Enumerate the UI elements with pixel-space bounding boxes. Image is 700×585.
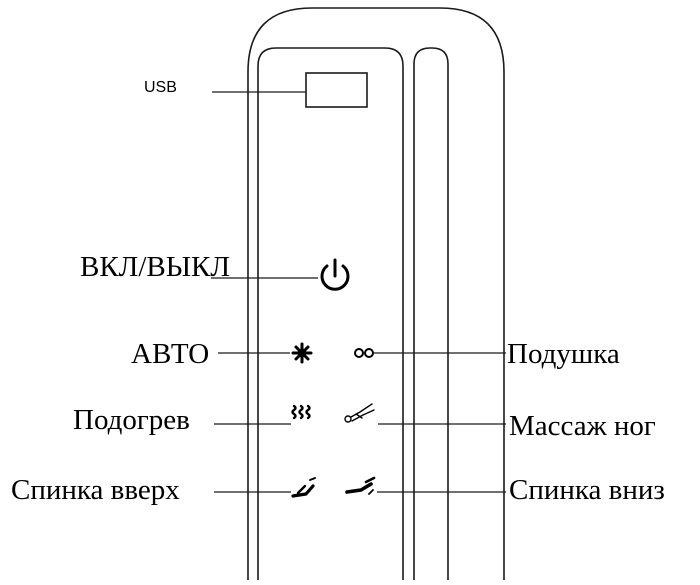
backrest-down-icon[interactable] bbox=[345, 476, 376, 495]
usb-port-icon[interactable] bbox=[305, 72, 368, 108]
remote-button-panel bbox=[257, 47, 404, 580]
heating-icon[interactable] bbox=[291, 404, 311, 420]
leg-massage-label: Массаж ног bbox=[509, 410, 656, 442]
auto-mode-icon[interactable] bbox=[291, 342, 313, 364]
heating-label: Подогрев bbox=[73, 404, 190, 436]
usb-label: USB bbox=[144, 79, 177, 96]
power-label: ВКЛ/ВЫКЛ bbox=[80, 251, 231, 283]
auto-label: АВТО bbox=[131, 338, 210, 370]
power-icon[interactable] bbox=[320, 258, 350, 291]
leg-massage-icon[interactable] bbox=[344, 403, 375, 423]
backrest-up-icon[interactable] bbox=[291, 477, 316, 498]
remote-side-strip bbox=[413, 47, 449, 580]
pillow-label: Подушка bbox=[507, 338, 620, 370]
remote-outer-outline bbox=[247, 7, 505, 580]
pillow-icon[interactable] bbox=[354, 348, 374, 358]
back-down-label: Спинка вниз bbox=[509, 474, 665, 506]
back-up-label: Спинка вверх bbox=[11, 474, 180, 506]
